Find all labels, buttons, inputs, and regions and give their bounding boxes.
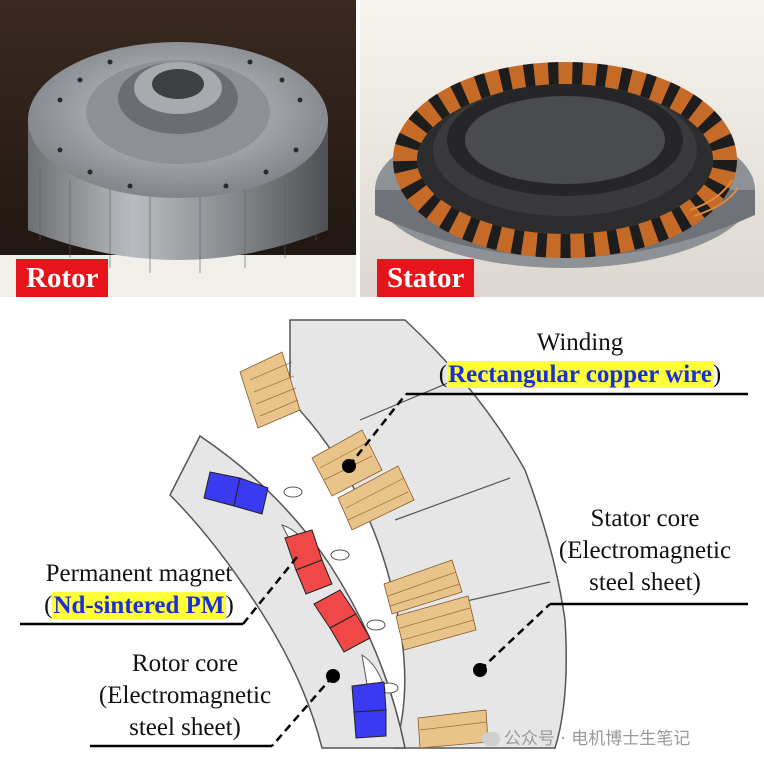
winding-subtitle: (Rectangular copper wire)	[438, 361, 722, 388]
stator-core-line3: steel sheet)	[589, 569, 701, 596]
rotor-core-shape	[169, 434, 406, 749]
stator-core-line1: Stator core	[590, 505, 700, 532]
copper-windings	[239, 351, 489, 749]
winding-label: Winding (Rectangular copper wire)	[410, 327, 750, 391]
motor-cross-section	[20, 319, 748, 749]
permanent-magnets	[203, 471, 387, 739]
stator-core-line2: (Electromagnetic	[558, 537, 732, 564]
stator-tag: Stator	[377, 259, 475, 297]
rotor-core-line1: Rotor core	[131, 650, 239, 677]
rotor-core-line2: (Electromagnetic	[98, 682, 272, 709]
winding-title: Winding	[536, 329, 624, 356]
permanent-magnet-title: Permanent magnet	[45, 560, 233, 587]
rotor-photo	[0, 0, 356, 297]
rotor-tag: Rotor	[16, 259, 109, 297]
permanent-magnet-label: Permanent magnet (Nd-sintered PM)	[14, 558, 264, 622]
permanent-magnet-subtitle: (Nd-sintered PM)	[44, 592, 234, 619]
watermark-text: 公众号 · 电机博士生笔记	[504, 729, 691, 749]
winding-highlight: Rectangular copper wire	[447, 361, 713, 388]
rotor-core-label: Rotor core (Electromagnetic steel sheet)	[70, 648, 300, 744]
rotor-core-line3: steel sheet)	[129, 714, 241, 741]
wechat-icon	[482, 732, 500, 746]
permanent-magnet-highlight: Nd-sintered PM	[52, 592, 226, 619]
stator-core-label: Stator core (Electromagnetic steel sheet…	[530, 503, 760, 599]
stator-photo	[360, 0, 764, 297]
watermark: 公众号 · 电机博士生笔记	[482, 724, 690, 749]
